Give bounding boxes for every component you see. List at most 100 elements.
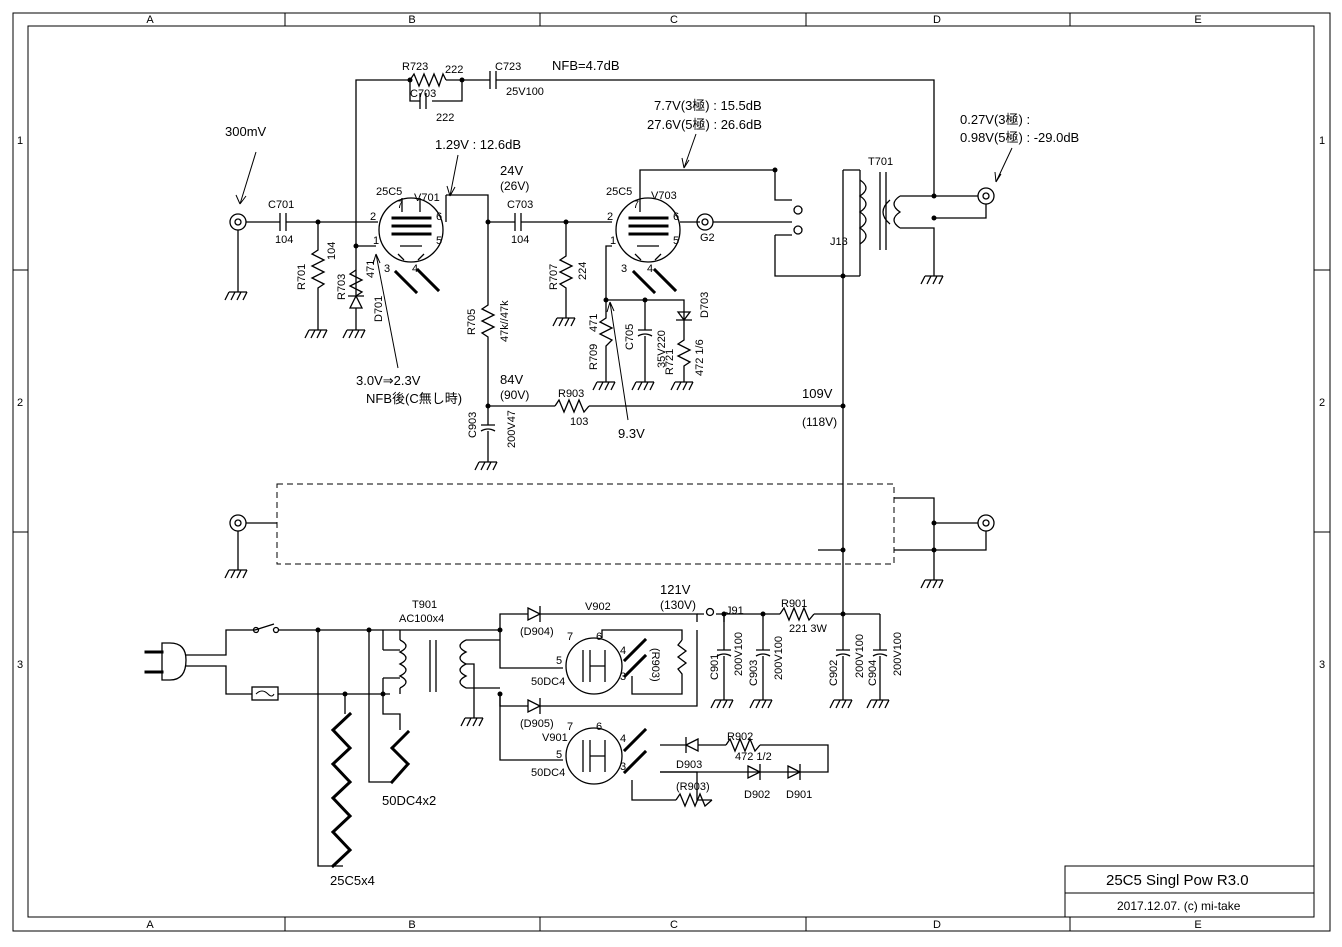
c901-ref: C901 [709,654,721,680]
v703-pin-1: 1 [610,235,616,247]
title-text: 25C5 Singl Pow R3.0 [1106,872,1249,889]
col-label-b: B [408,14,415,26]
v703-type: 25C5 [606,186,632,198]
v-121-label: 121V [660,582,691,597]
r723-value: 222 [445,64,463,76]
d904-ref: (D904) [520,626,554,638]
d703-ref: D703 [699,292,711,318]
v-24-label: 24V [500,163,523,178]
c705-capacitor [637,300,653,382]
c902-ref: C902 [828,660,840,686]
t701-transformer: T701 [842,156,935,277]
v-9-3-label: 9.3V [618,426,645,441]
c904-capacitor [872,614,888,700]
v703-pin-5: 5 [673,235,679,247]
v701-pin-4: 4 [412,263,418,275]
r709-ref: R709 [588,344,600,370]
r903-alt-ref-bottom: (R903) [676,781,710,793]
v703-tube: 25C5 V703 7 6 2 1 5 3 4 [606,186,681,295]
v902-tube: V902 50DC4 7 6 5 4 3 [531,601,648,695]
out-level-triode: 0.27V(3極) : [960,112,1030,127]
r903-ref: R903 [558,388,584,400]
d701-diode [348,246,364,330]
v-9-3-arrow [606,301,629,421]
v-109-label: 109V [802,386,833,401]
r903-value: 103 [570,416,588,428]
d903-ref: D903 [676,759,702,771]
r903-alt-ref-top: (R903) [649,648,661,682]
v902-pin-4: 4 [620,645,626,657]
v901-pin-5: 5 [556,749,562,761]
c903-capacitor [755,614,771,700]
c904-value: 200V100 [892,632,904,676]
r723-ref: R723 [402,61,428,73]
bias-note-line-1: 3.0V⇒2.3V [356,373,421,388]
j91-ref: J91 [726,605,744,617]
d905-diode [527,698,542,714]
second-channel-block [224,483,995,589]
r721-value: 472 1/6 [694,339,706,376]
d903-diode [684,737,699,753]
c903-top-capacitor [480,406,496,462]
col-label-c-bottom: C [670,919,678,931]
r707-ref: R707 [548,264,560,290]
d904-diode [527,606,542,622]
col-label-d: D [933,14,941,26]
r707-resistor [558,222,574,318]
r901-ref: R901 [781,598,807,610]
col-label-e-bottom: E [1194,919,1201,931]
r703-value: 471 [365,260,377,278]
bias-note-arrow [372,253,399,369]
v701-pin-3: 3 [384,263,390,275]
v701-pin-1: 1 [373,235,379,247]
input-level-label: 300mV [225,124,267,139]
t901-transformer: T901 AC100x4 [382,599,500,718]
power-switch [254,623,500,631]
v701-pin-7: 7 [397,199,403,211]
r903-resistor [554,398,590,414]
heaters-25c5 [330,711,353,869]
v703-gain-triode: 7.7V(3極) : 15.5dB [654,98,762,113]
r701-resistor [310,222,326,330]
col-label-b-bottom: B [408,919,415,931]
c901-value: 200V100 [733,632,745,676]
c902-value: 200V100 [854,634,866,678]
v703-pin-3: 3 [621,263,627,275]
output-jack [977,187,995,205]
v-84-label: 84V [500,372,523,387]
v703-pin-2: 2 [607,211,613,223]
v703-ref: V703 [651,190,677,202]
c723-capacitor [489,71,497,89]
r701-ref: R701 [296,264,308,290]
v701-tube: 25C5 V701 7 6 2 1 5 3 4 [370,186,447,295]
r705-resistor [480,222,496,406]
v901-pin-4: 4 [620,733,626,745]
d901-ref: D901 [786,789,812,801]
j13-ref: J13 [830,236,848,248]
d902-diode [747,764,762,780]
d901-diode [787,764,802,780]
r723-resistor [409,72,447,88]
row-label-3-right: 3 [1319,659,1325,671]
c903-ref: C903 [748,660,760,686]
drawing-frame: A B C D E A B C D E 1 2 3 1 2 3 [12,12,1331,932]
r901-resistor [779,606,815,622]
heaters-25c5-label: 25C5x4 [330,873,375,888]
bias-note-line-2: NFB後(C無し時) [366,391,462,406]
v-26-label: (26V) [500,179,529,193]
r903-alt-resistor [675,792,713,808]
row-label-1-right: 1 [1319,135,1325,147]
c902-capacitor [835,614,851,700]
r703-resistor [348,269,364,297]
v902-pin-7: 7 [567,631,573,643]
v701-out-arrow [446,154,459,197]
c701-value: 104 [275,234,293,246]
c703-nfb-capacitor [419,93,427,109]
v901-ref: V901 [542,732,568,744]
c903-top-value: 200V47 [506,410,518,448]
input-level-arrow [235,151,257,205]
col-label-a: A [146,14,154,26]
t901-value: AC100x4 [399,613,444,625]
col-label-e: E [1194,14,1201,26]
v-90-label: (90V) [500,388,529,402]
